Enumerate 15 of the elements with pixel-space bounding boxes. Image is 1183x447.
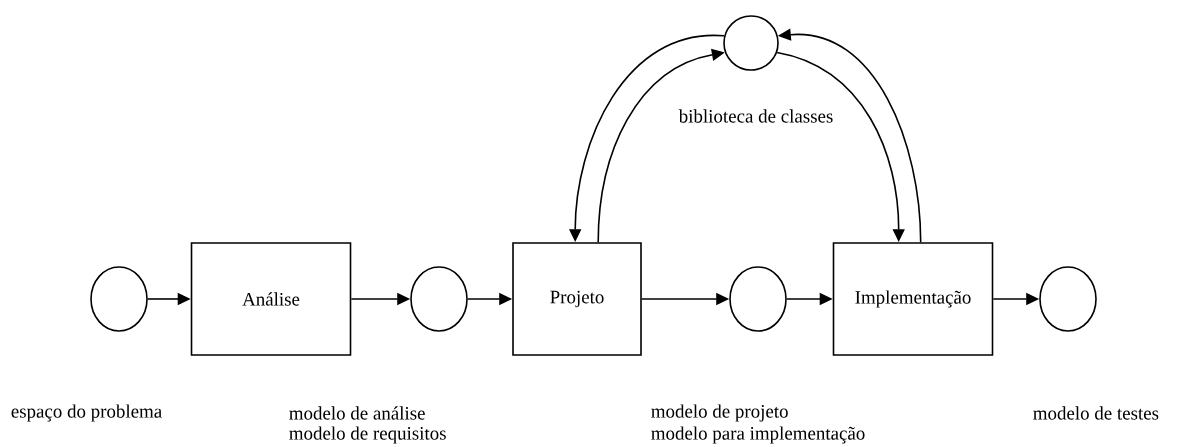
node-caption: modelo de projeto xyxy=(651,404,788,422)
circle-node xyxy=(90,266,148,332)
node-caption: modelo para implementação xyxy=(651,426,865,444)
process-box: Implementação xyxy=(832,242,994,356)
node-caption: espaço do problema xyxy=(11,404,162,422)
node-caption: modelo de requisitos xyxy=(289,426,446,444)
circle-node xyxy=(723,15,779,71)
process-box: Projeto xyxy=(512,242,642,356)
process-box: Análise xyxy=(190,242,352,356)
node-caption: modelo de testes xyxy=(1033,406,1159,420)
node-caption: modelo de análise xyxy=(289,406,425,420)
circle-node xyxy=(1039,266,1097,332)
node-caption: biblioteca de classes xyxy=(678,109,833,123)
circle-node xyxy=(729,266,787,332)
circle-node xyxy=(410,266,468,332)
